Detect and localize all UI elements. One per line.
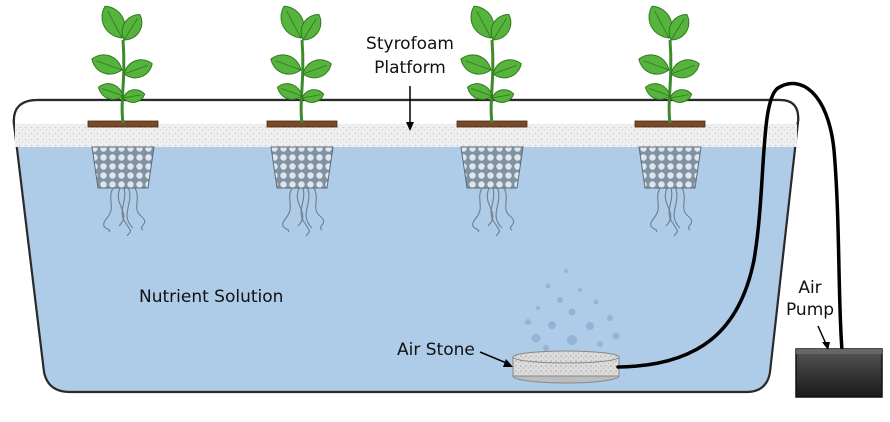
plant [634,5,706,237]
plant-roots [103,184,146,237]
platform-label-line1: Styrofoam [366,34,454,54]
net-pot [460,146,524,189]
nutrient-solution-label: Nutrient Solution [139,287,284,307]
air-tube [616,81,844,369]
net-pot [91,146,155,189]
air-stone-label: Air Stone [397,340,475,360]
plant [456,5,528,237]
air-stone-pointer-arrow [503,359,513,367]
styrofoam-platform [15,124,797,147]
pump-pointer-arrow [822,342,830,350]
air-pump-label-line1: Air [798,278,822,298]
air-stone [512,350,620,384]
air-pump [795,348,883,398]
plant-roots [282,184,325,237]
net-pot [638,146,702,189]
platform-pointer-arrow [406,122,414,131]
plants [87,5,706,237]
pump-pointer [817,325,827,345]
plant [266,5,338,237]
plant [87,5,159,237]
air-bubbles [525,269,620,351]
plant-roots [472,184,515,237]
air-stone-pointer [479,351,510,365]
platform-label-line2: Platform [374,58,446,78]
plant-roots [650,184,693,237]
air-pump-label-line2: Pump [785,300,835,320]
net-pot [270,146,334,189]
